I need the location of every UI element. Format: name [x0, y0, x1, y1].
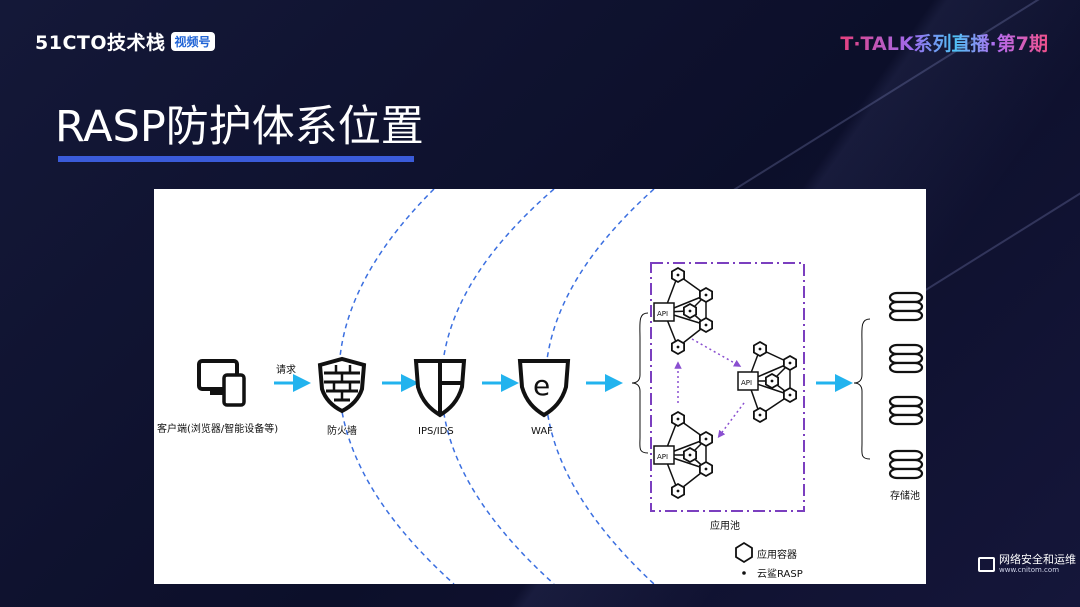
watermark-main: 网络安全和运维 — [999, 553, 1076, 566]
rasp-agent-dot — [676, 417, 680, 421]
waf-label: WAF — [531, 426, 553, 437]
brand-name: 51CTO技术栈 — [35, 31, 166, 54]
rasp-agent-dot — [758, 413, 762, 417]
rasp-agent-dot — [704, 323, 708, 327]
waf-shield-icon: e — [517, 359, 571, 418]
legend-container-label: 应用容器 — [757, 548, 797, 561]
rasp-agent-dot — [688, 309, 692, 313]
watermark-logo-icon — [978, 556, 995, 572]
database-icon — [888, 343, 924, 374]
app-containers — [671, 266, 797, 500]
api-chip-icon: API — [653, 302, 675, 322]
app-pool-box — [650, 262, 805, 512]
rasp-agent-dot — [788, 393, 792, 397]
storage-databases — [888, 291, 924, 480]
rasp-diagram: 客户端(浏览器/智能设备等) 请求 防火墙 IPS/IDS — [157, 189, 924, 584]
rasp-agent-dot — [770, 379, 774, 383]
rasp-agent-dot — [704, 437, 708, 441]
storage-pool-label: 存储池 — [890, 489, 920, 502]
rasp-agent-dot — [676, 345, 680, 349]
rasp-agent-dot — [704, 293, 708, 297]
ips-ids-label: IPS/IDS — [418, 426, 454, 437]
storage-brace — [853, 318, 871, 460]
firewall-label: 防火墙 — [327, 424, 357, 437]
api-chip-icon: API — [737, 371, 759, 391]
series-title: T·TALK系列直播·第7期 — [840, 29, 1048, 56]
database-icon — [888, 291, 924, 322]
rasp-legend-dot — [742, 571, 746, 575]
rasp-agent-dot — [676, 489, 680, 493]
rasp-agent-dot — [758, 347, 762, 351]
traffic-arrow — [717, 402, 745, 438]
ips-ids-shield-icon — [413, 359, 467, 418]
legend-rasp-label: 云鲨RASP — [757, 568, 803, 580]
watermark: 网络安全和运维 www.cnitom.com — [978, 554, 1076, 574]
app-pool-label: 应用池 — [710, 519, 740, 532]
svg-text:API: API — [657, 453, 668, 461]
request-label: 请求 — [276, 363, 296, 376]
security-boundary-curve — [544, 189, 655, 584]
brand-logo: 51CTO技术栈 视频号 — [35, 28, 215, 54]
container-legend-icon — [735, 541, 753, 564]
client-label: 客户端(浏览器/智能设备等) — [157, 422, 278, 435]
diagram-panel: 客户端(浏览器/智能设备等) 请求 防火墙 IPS/IDS — [154, 189, 926, 584]
app-pool-brace — [631, 312, 649, 454]
waf-glyph: e — [533, 369, 550, 402]
firewall-shield-icon — [317, 356, 367, 414]
brand-badge: 视频号 — [170, 31, 215, 51]
traffic-arrow — [691, 338, 742, 367]
rasp-agent-dot — [788, 361, 792, 365]
database-icon — [888, 395, 924, 426]
rasp-agent-dot — [676, 273, 680, 277]
rasp-agent-dot — [688, 453, 692, 457]
legend: 应用容器 云鲨RASP — [735, 541, 803, 580]
api-chip-icon: API — [653, 445, 675, 465]
database-icon — [888, 449, 924, 480]
slide-title: RASP防护体系位置 — [55, 102, 424, 152]
security-boundary-curve — [440, 189, 555, 584]
svg-text:API: API — [657, 310, 668, 318]
watermark-sub: www.cnitom.com — [999, 566, 1060, 574]
rasp-agent-dot — [704, 467, 708, 471]
svg-text:API: API — [741, 379, 752, 387]
client-device-icon — [197, 359, 246, 407]
title-underline — [58, 156, 414, 162]
